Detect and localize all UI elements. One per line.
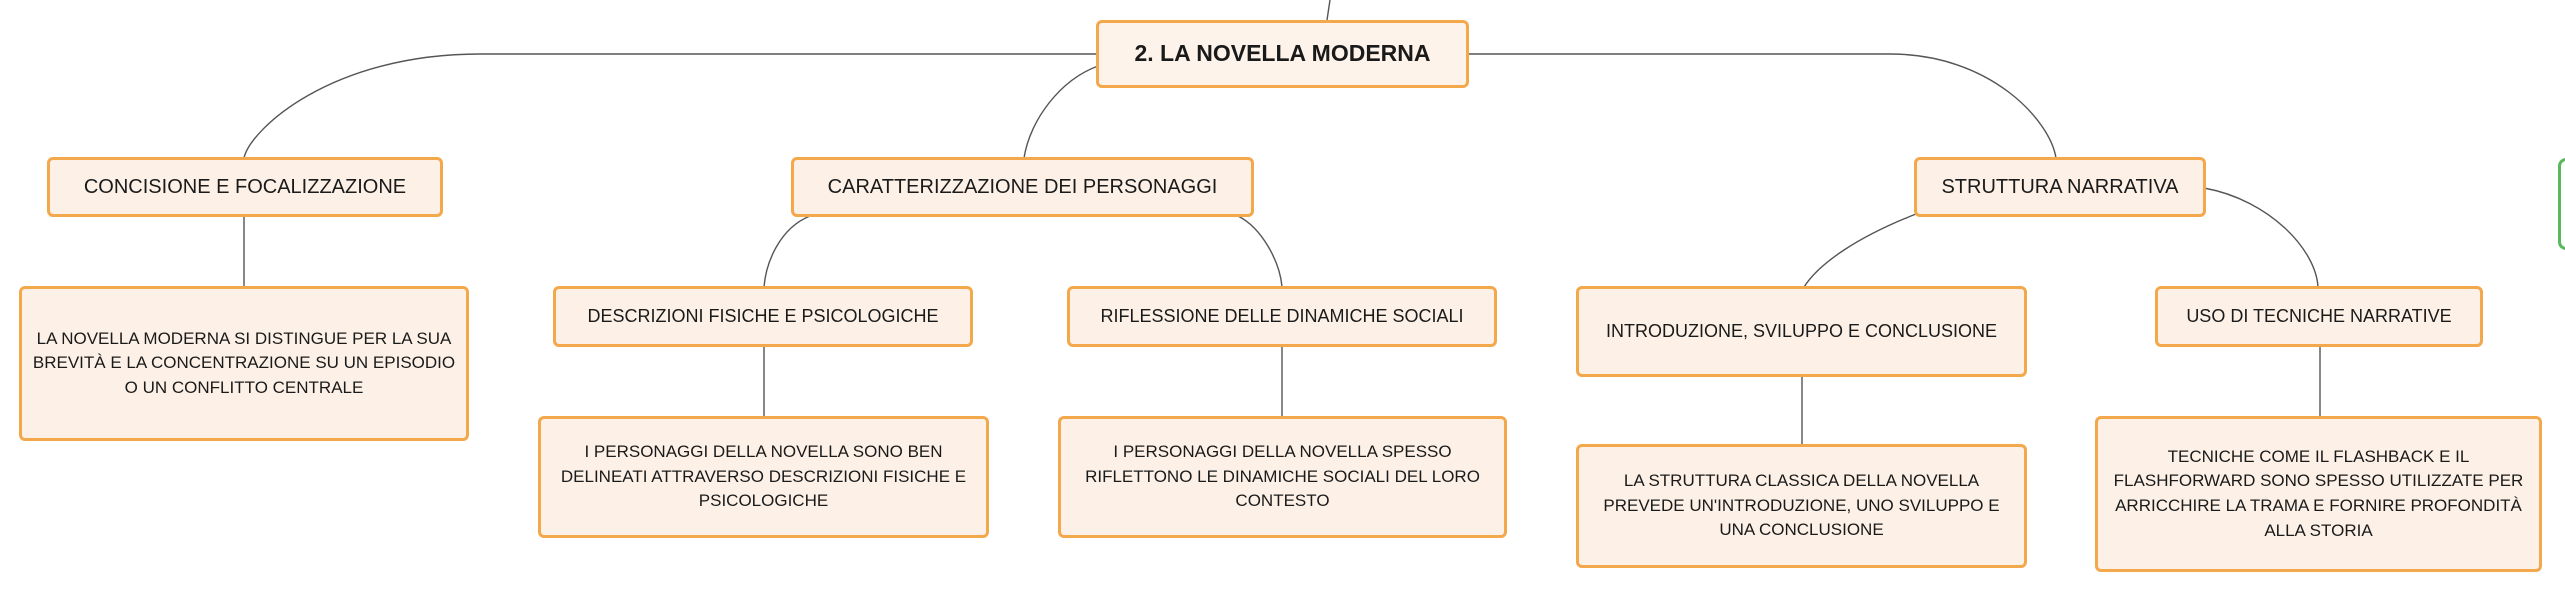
subtopic-tecniche[interactable]: USO DI TECNICHE NARRATIVE (2155, 286, 2483, 347)
detail-concisione[interactable]: LA NOVELLA MODERNA SI DISTINGUE PER LA S… (19, 286, 469, 441)
connector-caratterizzazione-sociali (1237, 215, 1283, 288)
detail-descrizioni[interactable]: I PERSONAGGI DELLA NOVELLA SONO BEN DELI… (538, 416, 989, 538)
detail-tecniche[interactable]: TECNICHE COME IL FLASHBACK E IL FLASHFOR… (2095, 416, 2542, 572)
offscreen-node-edge (2558, 158, 2565, 250)
connector-struttura-introduzione (1803, 213, 1917, 288)
subtopic-introduzione[interactable]: INTRODUZIONE, SVILUPPO E CONCLUSIONE (1576, 286, 2027, 377)
detail-introduzione[interactable]: LA STRUTTURA CLASSICA DELLA NOVELLA PREV… (1576, 444, 2027, 568)
connector-caratterizzazione-fisiche (763, 215, 811, 288)
root-topic[interactable]: 2. LA NOVELLA MODERNA (1096, 20, 1469, 88)
topic-struttura[interactable]: STRUTTURA NARRATIVA (1914, 157, 2206, 217)
subtopic-dinamiche-sociali[interactable]: RIFLESSIONE DELLE DINAMICHE SOCIALI (1067, 286, 1497, 347)
connector-root-caratterizzazione (1023, 65, 1099, 159)
detail-dinamiche-sociali[interactable]: I PERSONAGGI DELLA NOVELLA SPESSO RIFLET… (1058, 416, 1507, 538)
connector-to-parent (1326, 0, 1331, 21)
subtopic-descrizioni[interactable]: DESCRIZIONI FISICHE E PSICOLOGICHE (553, 286, 973, 347)
connector-root-struttura (1468, 53, 2057, 159)
topic-concisione[interactable]: CONCISIONE E FOCALIZZAZIONE (47, 157, 443, 217)
connector-struttura-tecniche (2203, 187, 2319, 288)
connector-root-concisione (243, 53, 1098, 159)
topic-caratterizzazione[interactable]: CARATTERIZZAZIONE DEI PERSONAGGI (791, 157, 1254, 217)
